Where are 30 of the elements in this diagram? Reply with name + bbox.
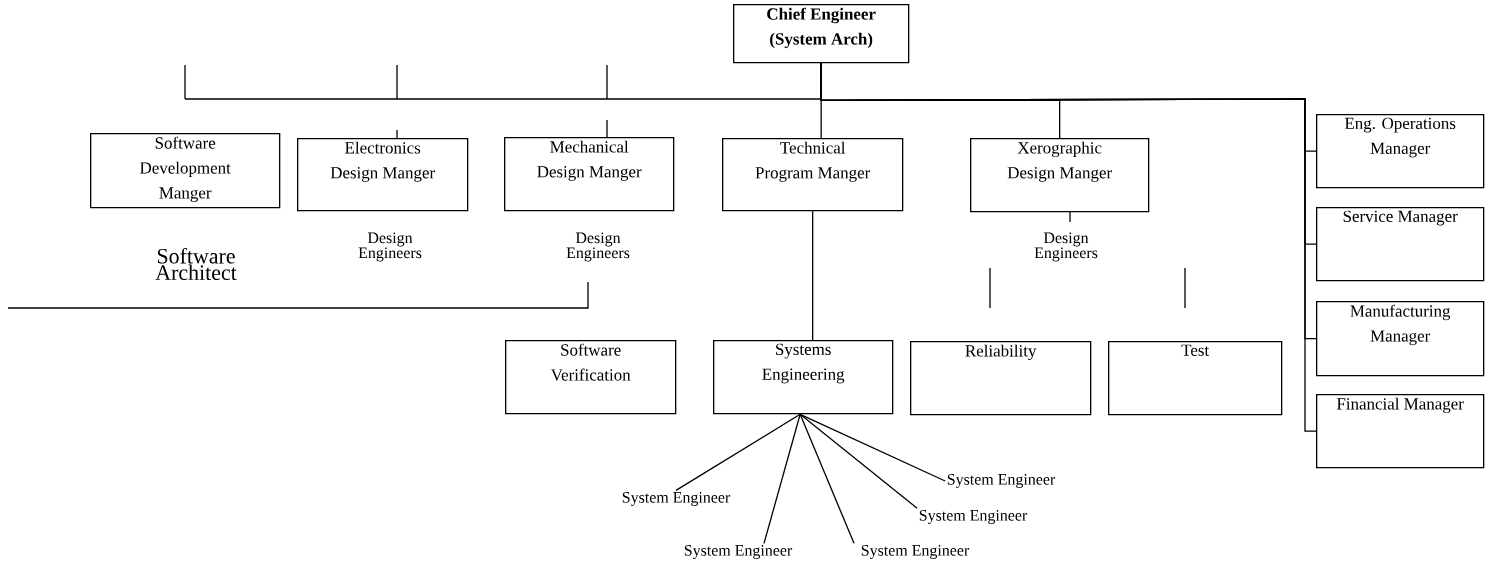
connector-line bbox=[799, 413, 918, 509]
position-box: Software Verification bbox=[505, 340, 677, 415]
connector-line bbox=[812, 210, 814, 341]
role-label: Design Engineers bbox=[1034, 232, 1098, 262]
position-box: Service Manager bbox=[1316, 207, 1485, 282]
position-box: Reliability bbox=[910, 341, 1092, 416]
position-box: Manufacturing Manager bbox=[1316, 301, 1485, 377]
position-box: Software Development Manger bbox=[90, 133, 281, 209]
connector-line bbox=[799, 413, 946, 482]
position-box: Test bbox=[1108, 341, 1283, 416]
position-box: Systems Engineering bbox=[713, 340, 894, 415]
position-box: Financial Manager bbox=[1316, 394, 1485, 469]
connector-line bbox=[763, 413, 801, 544]
role-label: System Engineer bbox=[622, 492, 731, 506]
role-label: System Engineer bbox=[919, 510, 1028, 524]
role-label: System Engineer bbox=[861, 545, 970, 559]
role-label: Design Engineers bbox=[566, 232, 630, 262]
connector-line bbox=[675, 413, 801, 491]
connector-line bbox=[799, 413, 855, 544]
role-label: Software Architect bbox=[155, 247, 237, 281]
role-label: System Engineer bbox=[684, 545, 793, 559]
role-label: System Engineer bbox=[947, 474, 1056, 488]
role-label: Design Engineers bbox=[358, 232, 422, 262]
position-box: Electronics Design Manger bbox=[297, 138, 469, 212]
position-box: Xerographic Design Manger bbox=[970, 138, 1150, 213]
position-box: Technical Program Manger bbox=[722, 138, 904, 212]
position-box: Eng. Operations Manager bbox=[1316, 114, 1485, 189]
position-box: Mechanical Design Manger bbox=[504, 137, 675, 212]
position-box: Chief Engineer (System Arch) bbox=[733, 4, 910, 64]
connector-line bbox=[820, 62, 1317, 432]
